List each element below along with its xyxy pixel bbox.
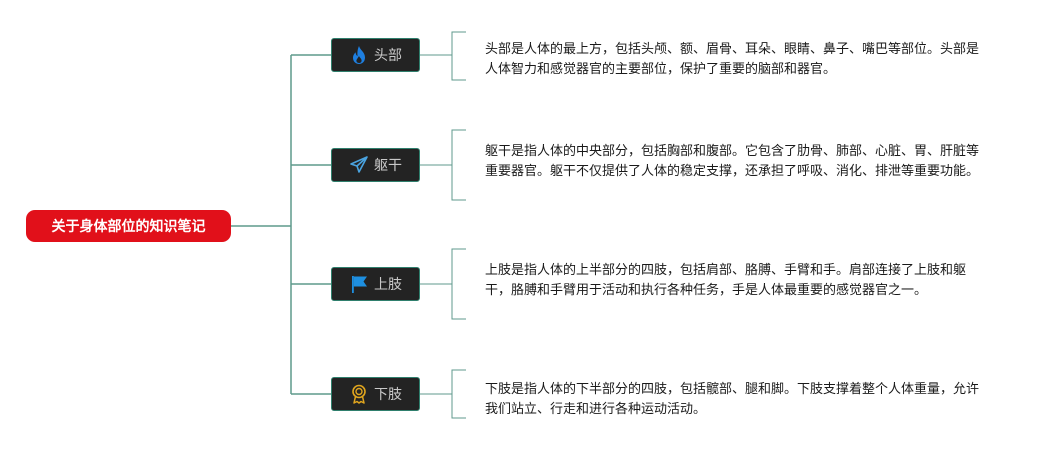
branch-topic-head[interactable]: 头部 [331,38,420,72]
flag-icon [349,274,369,294]
paper-plane-icon [349,155,369,175]
branch-topic-upper-limb[interactable]: 上肢 [331,267,420,301]
note-bracket-torso [420,129,466,201]
note-head: 头部是人体的最上方，包括头颅、额、眉骨、耳朵、眼睛、鼻子、嘴巴等部位。头部是人体… [485,42,980,77]
branch-topic-torso-label: 躯干 [374,158,402,174]
branch-topic-lower-limb[interactable]: 下肢 [331,377,420,411]
branch-topic-torso[interactable]: 躯干 [331,148,420,182]
branch-topic-upper-limb-label: 上肢 [374,277,402,293]
note-bracket-upper-limb [420,248,466,320]
flame-icon [349,45,369,65]
note-bracket-head [420,31,466,81]
note-upper-limb: 上肢是指人体的上半部分的四肢，包括肩部、胳膊、手臂和手。肩部连接了上肢和躯干，胳… [485,263,967,298]
note-lower-limb: 下肢是指人体的下半部分的四肢，包括髋部、腿和脚。下肢支撑着整个人体重量，允许我们… [485,382,980,417]
note-torso: 躯干是指人体的中央部分，包括胸部和腹部。它包含了肋骨、肺部、心脏、胃、肝脏等重要… [485,144,980,179]
branch-topic-lower-limb-label: 下肢 [374,387,402,403]
note-bracket-lower-limb [420,369,466,419]
root-topic[interactable]: 关于身体部位的知识笔记 [26,210,231,242]
branch-topic-head-label: 头部 [374,48,402,64]
root-topic-label: 关于身体部位的知识笔记 [51,219,206,235]
award-ribbon-icon [349,384,369,404]
